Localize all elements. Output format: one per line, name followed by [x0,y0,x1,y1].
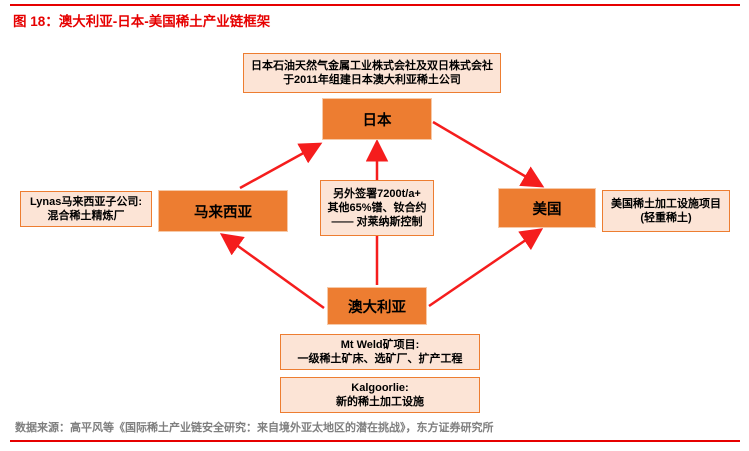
node-label: 日本 [362,112,392,129]
note-line: 日本石油天然气金属工业株式会社及双日株式会社 [251,59,493,72]
arrow-malaysia-to-japan [239,142,323,190]
node-japan: 日本 [322,98,432,140]
node-malaysia: 马来西亚 [158,190,288,232]
arrow-japan-to-us [432,120,545,188]
note-mt-weld-project: Mt Weld矿项目: 一级稀土矿床、选矿厂、扩产工程 [280,334,480,370]
arrow-australia-to-malaysia [219,233,325,310]
node-label: 美国 [532,201,562,218]
note-line: Mt Weld矿项目: [340,338,420,351]
note-line: 美国稀土加工设施项目 [611,197,721,210]
note-line: 于2011年组建日本澳大利亚稀土公司 [283,74,461,86]
bottom-divider [10,440,740,442]
top-divider [10,4,740,6]
data-source-caption: 数据来源：高平风等《国际稀土产业链安全研究：来自境外亚太地区的潜在挑战》，东方证… [15,422,494,434]
note-line: (轻重稀土) [640,212,692,224]
arrows-layer [219,120,545,310]
node-label: 马来西亚 [194,204,252,221]
note-supply-contract: 另外签署7200t/a+ 其他65%镨、钕合约 —— 对莱纳斯控制 [320,180,434,236]
note-us-processing-facility: 美国稀土加工设施项目 (轻重稀土) [602,190,730,232]
note-line: 新的稀土加工设施 [336,396,424,408]
note-line: Kalgoorlie: [351,381,409,394]
industry-chain-diagram: 日本石油天然气金属工业株式会社及双日株式会社 于2011年组建日本澳大利亚稀土公… [12,45,737,415]
arrow-australia-to-us [428,228,544,308]
note-line: 其他65%镨、钕合约 [327,201,427,214]
figure-title: 图 18：澳大利亚-日本-美国稀土产业链框架 [13,14,271,29]
note-kalgoorlie-facility: Kalgoorlie: 新的稀土加工设施 [280,377,480,413]
note-line: 一级稀土矿床、选矿厂、扩产工程 [297,353,463,365]
node-australia: 澳大利亚 [327,287,427,325]
node-us: 美国 [498,188,596,228]
note-line: Lynas马来西亚子公司: [29,195,143,208]
note-line: 混合稀土精炼厂 [47,210,125,222]
note-line: 另外签署7200t/a+ [333,187,421,200]
note-lynas-malaysia-subsidiary: Lynas马来西亚子公司: 混合稀土精炼厂 [20,191,152,227]
node-label: 澳大利亚 [348,299,406,316]
note-line: —— 对莱纳斯控制 [331,216,423,229]
note-japan-joint-venture: 日本石油天然气金属工业株式会社及双日株式会社 于2011年组建日本澳大利亚稀土公… [243,53,501,93]
